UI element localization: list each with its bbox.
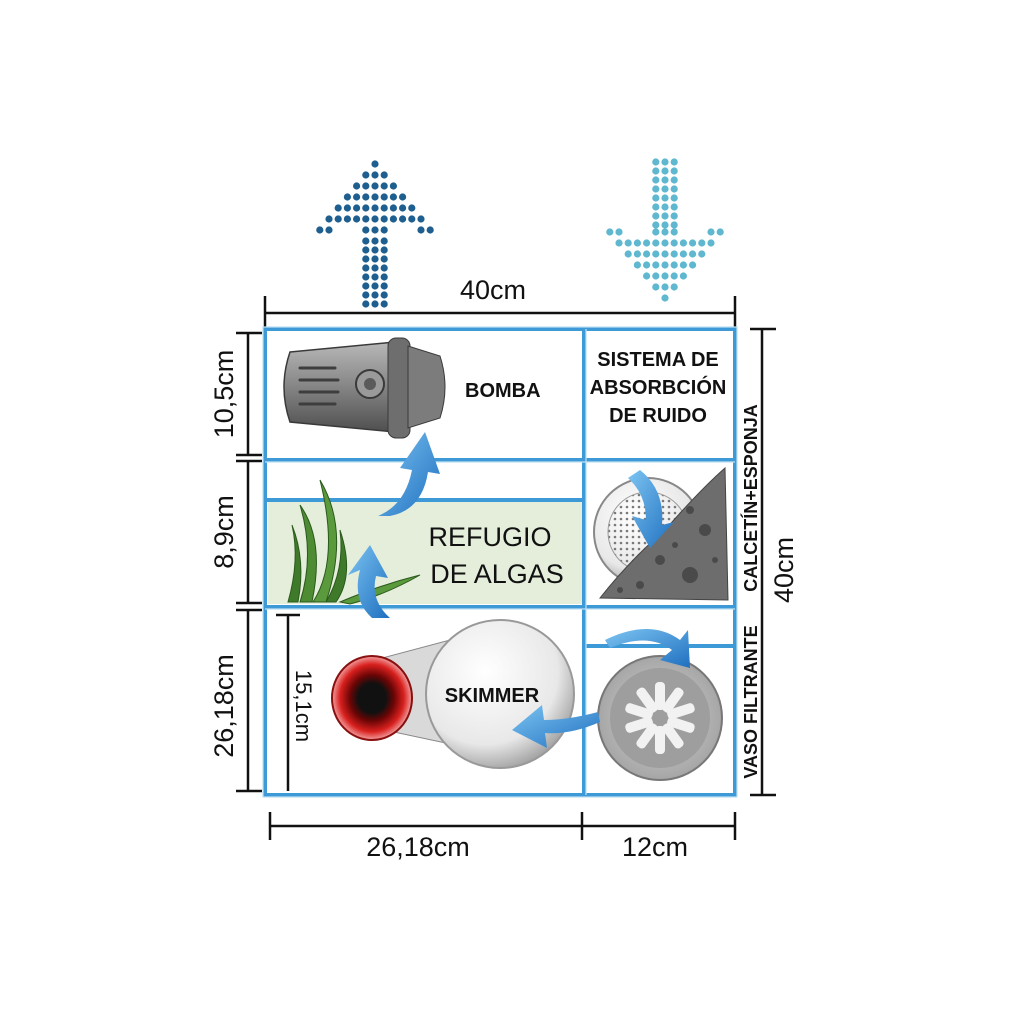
inner-height-label: 15,1cm [291, 670, 316, 742]
noise-system-label-line2: ABSORBCIÓN [590, 375, 727, 399]
bottom-right-width-label: 12cm [622, 832, 688, 862]
flow-arrow-icon [348, 432, 690, 748]
left-dimension-lines [236, 331, 300, 793]
bottom-left-width-label: 26,18cm [366, 832, 470, 862]
noise-system-label-line3: DE RUIDO [609, 405, 707, 427]
side-label-upper: CALCETÍN+ESPONJA [740, 404, 761, 592]
refuge-label-line2: DE ALGAS [430, 559, 564, 589]
noise-system-label-line1: SISTEMA DE [597, 349, 719, 371]
left-mid-height-label: 8,9cm [209, 495, 239, 569]
pump-label: BOMBA [465, 380, 541, 402]
rock-icon [598, 466, 729, 601]
left-top-height-label: 10,5cm [209, 350, 239, 439]
side-label-lower: VASO FILTRANTE [741, 625, 761, 778]
arrow-up-dotted-icon [316, 160, 434, 308]
filter-cup-icon [597, 655, 723, 781]
arrow-down-dotted-icon [606, 158, 724, 302]
right-height-label: 40cm [769, 537, 799, 603]
pump-icon [283, 337, 446, 439]
top-dimension [263, 296, 737, 330]
refuge-label-line1: REFUGIO [428, 522, 551, 552]
bottom-dimension-lines [268, 812, 737, 840]
skimmer-label: SKIMMER [445, 685, 540, 707]
left-bottom-height-label: 26,18cm [209, 654, 239, 758]
right-dimension-lines [750, 327, 776, 797]
sump-frame [263, 327, 737, 797]
top-width-label: 40cm [460, 275, 526, 305]
